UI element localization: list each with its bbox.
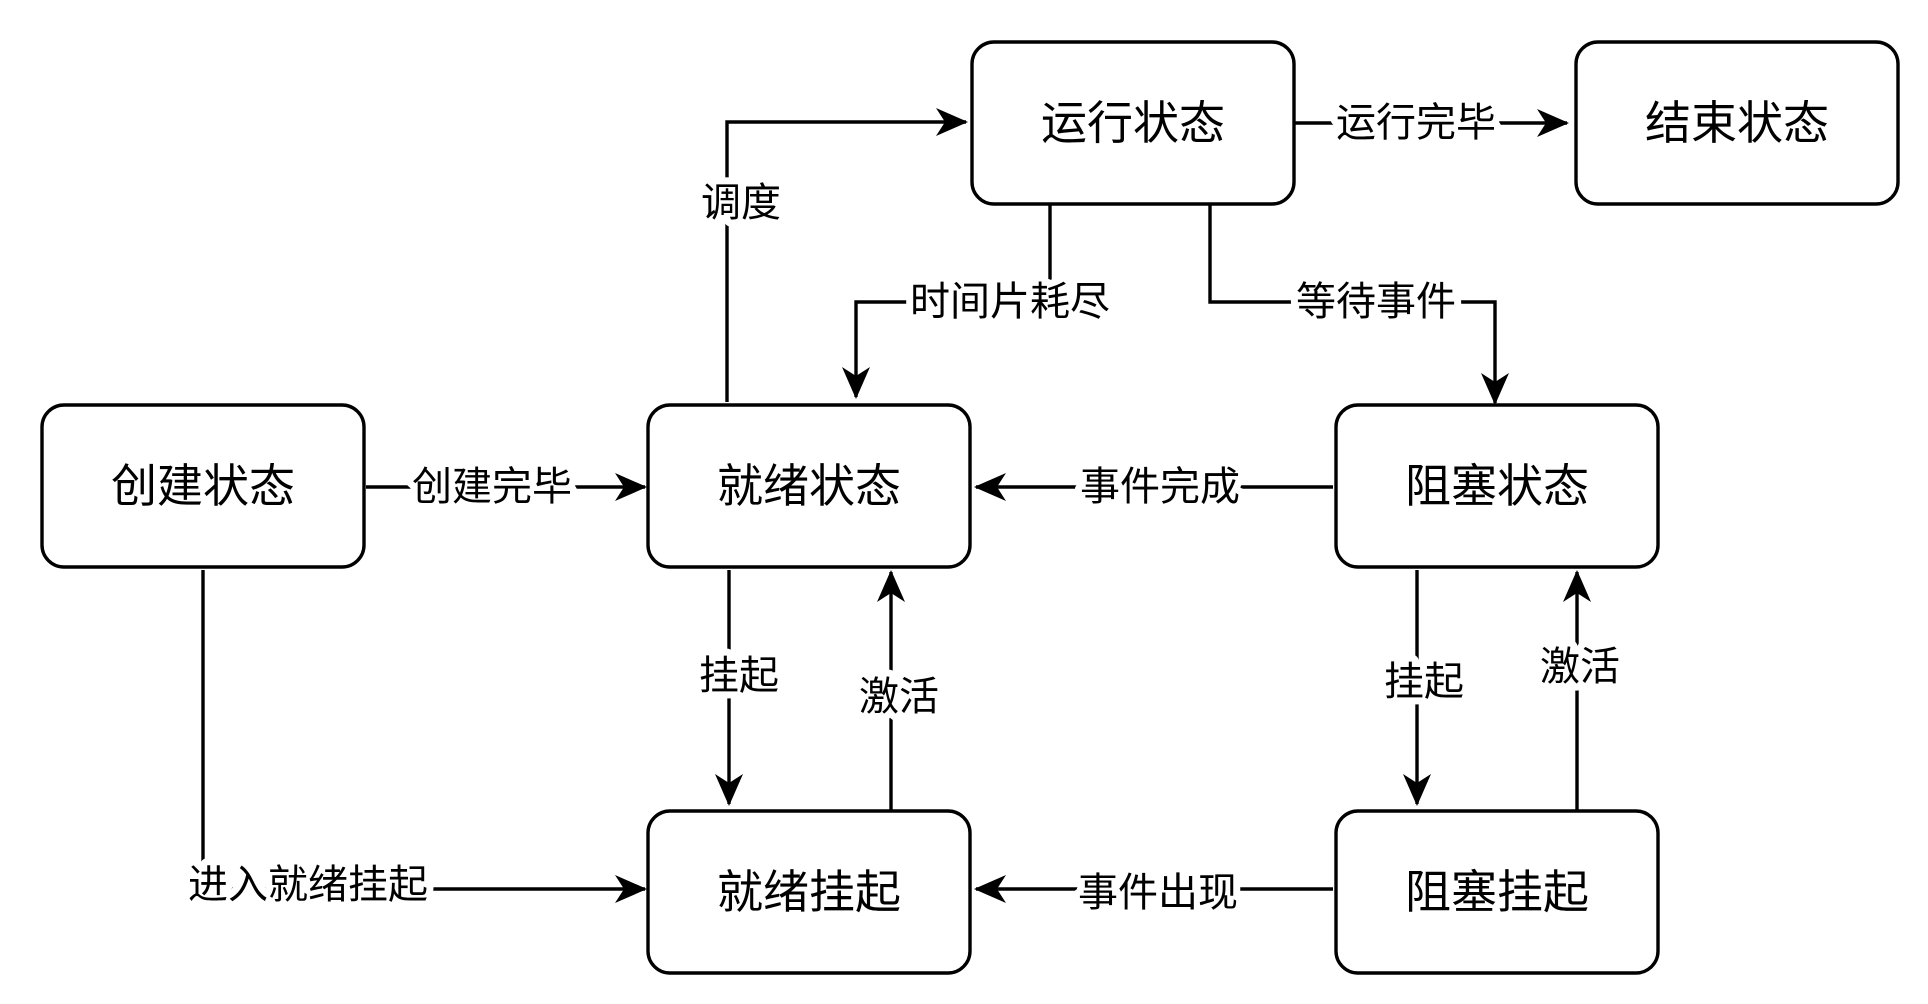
- edge-timeslice-expired: [842, 203, 1052, 399]
- label-blocked-activate: 激活: [1540, 644, 1620, 690]
- edge-enter-ready-suspend: [201, 570, 647, 903]
- label-ready-activate: 激活: [859, 674, 939, 720]
- node-terminated-label: 结束状态: [1645, 96, 1829, 150]
- label-create-finish: 创建完毕: [412, 464, 572, 510]
- node-blocked-label: 阻塞状态: [1405, 459, 1589, 513]
- label-dispatch: 调度: [701, 180, 781, 226]
- node-ready[interactable]: 就绪状态: [646, 403, 972, 569]
- edge-labels: 运行完毕 调度 时间片耗尽 等待事件 创建完毕 事件完成 挂起 激活 挂起 激活…: [181, 93, 1627, 923]
- label-blocked-suspend: 挂起: [1384, 659, 1464, 705]
- node-created-label: 创建状态: [111, 459, 295, 513]
- edge-wait-event: [1208, 203, 1509, 405]
- node-running-label: 运行状态: [1041, 96, 1225, 150]
- edges: [201, 108, 1591, 903]
- node-terminated[interactable]: 结束状态: [1574, 40, 1900, 206]
- node-ready-label: 就绪状态: [717, 459, 901, 513]
- label-wait-event: 等待事件: [1296, 279, 1456, 325]
- node-blocked-suspended-label: 阻塞挂起: [1405, 865, 1589, 919]
- label-event-occur: 事件出现: [1078, 870, 1238, 916]
- node-ready-suspended[interactable]: 就绪挂起: [646, 809, 972, 975]
- label-ready-suspend: 挂起: [699, 653, 779, 699]
- node-blocked[interactable]: 阻塞状态: [1334, 403, 1660, 569]
- label-event-complete: 事件完成: [1080, 464, 1240, 510]
- edge-dispatch: [725, 108, 968, 402]
- node-ready-suspended-label: 就绪挂起: [717, 865, 901, 919]
- label-timeslice-expired: 时间片耗尽: [910, 279, 1110, 325]
- node-running[interactable]: 运行状态: [970, 40, 1296, 206]
- node-created[interactable]: 创建状态: [40, 403, 366, 569]
- label-enter-ready-suspend: 进入就绪挂起: [188, 862, 428, 908]
- node-blocked-suspended[interactable]: 阻塞挂起: [1334, 809, 1660, 975]
- label-run-finish: 运行完毕: [1336, 100, 1496, 146]
